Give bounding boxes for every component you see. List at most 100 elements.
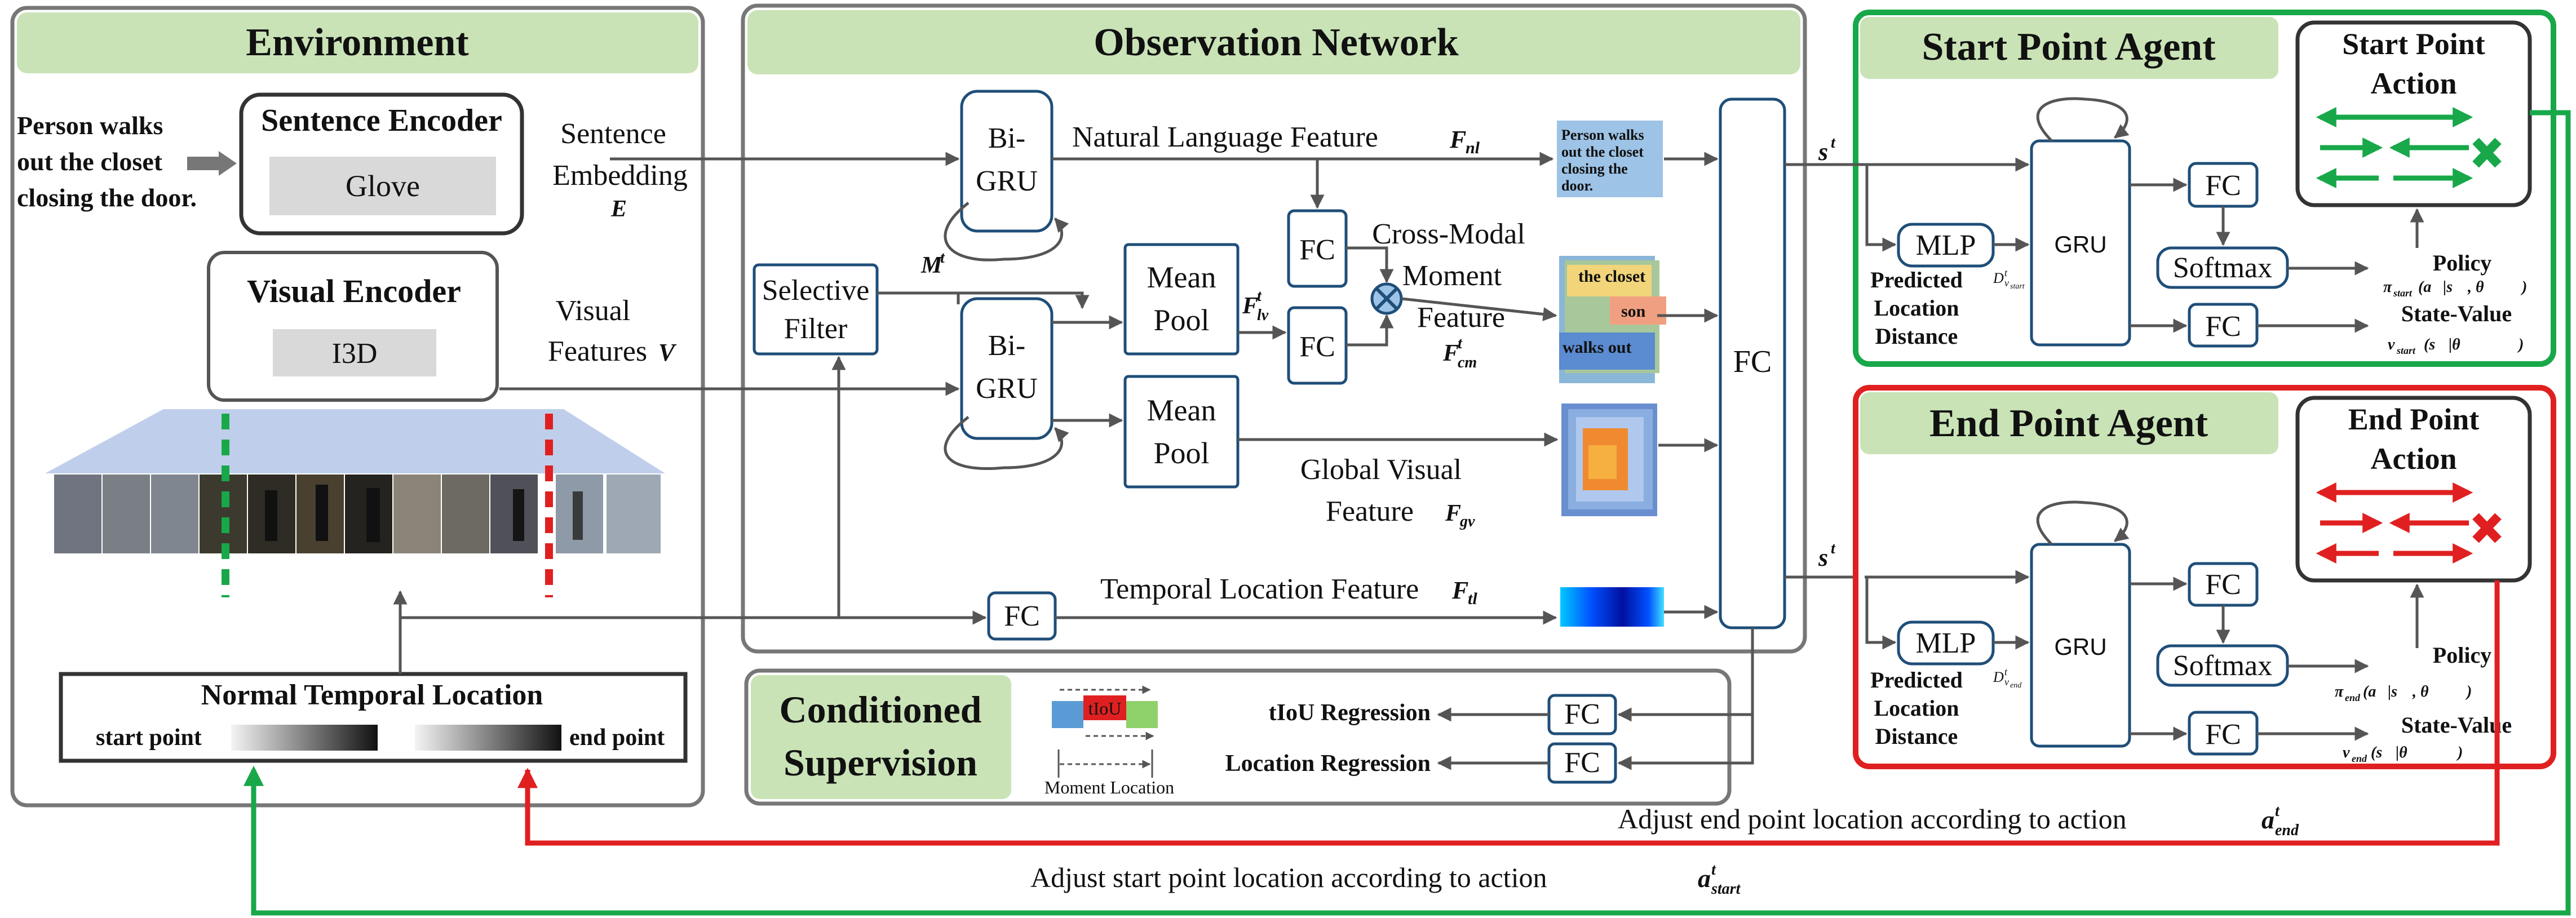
svg-text:a: a [1698,864,1711,893]
supervision-title-2: Supervision [784,741,977,784]
glove-label: Glove [346,169,420,203]
svg-text:): ) [2456,744,2463,761]
svg-text:|s: |s [2443,278,2453,296]
bigru-visual-box [960,297,1054,440]
cross-modal-label-1: Cross-Modal [1372,218,1525,250]
bigru-visual-loop [944,416,1069,470]
environment-title: Environment [246,21,468,64]
mean-pool-top-box [1123,243,1240,356]
sentence-embedding-label-1: Sentence [560,118,666,150]
end-d-subsub: end [2010,681,2022,690]
start-arrow-st-to-mlp [1865,165,1897,252]
fgv-sub: gv [1459,513,1475,530]
end-gru-box [2030,543,2131,748]
sentence-embedding-symbol: E [610,196,627,222]
svg-text:): ) [2517,336,2524,353]
arrow-multiply-to-thumb [1401,297,1557,321]
fcm-sub: cm [1458,354,1477,371]
svg-text:v: v [2388,336,2395,353]
mean-pool-bottom-box [1123,375,1240,489]
cross-modal-label-2: Moment [1402,260,1502,292]
visual-encoder-label: Visual Encoder [247,273,461,309]
temporal-heatmap [1560,587,1664,627]
end-arrow-st-to-mlp [1865,577,1897,650]
i3d-box [273,329,436,376]
svg-text:end: end [2275,822,2299,839]
end-agent-title: End Point Agent [1929,402,2208,445]
end-feedback-loop [517,580,2500,846]
end-softmax-label: Softmax [2173,650,2272,682]
svg-text:start: start [2393,287,2413,299]
end-action-label-2: Action [2371,442,2457,476]
visual-features-label-2: Features [548,335,647,367]
sentence-embedding-label-2: Embedding [552,159,688,192]
start-state-value-label: State-Value [2401,301,2512,326]
mean-pool-bottom-label-2: Pool [1153,436,1209,470]
end-predicted-3: Distance [1875,724,1958,749]
st-end-sup: t [1831,540,1836,557]
mean-pool-bottom-label-1: Mean [1147,393,1216,427]
start-d-sub: v [2004,277,2009,289]
start-action-arrows [2316,107,2502,188]
observation-panel: Observation Network Bi- GRU Natural Lang… [499,3,1807,654]
visual-features-symbol: V [658,339,677,366]
ftl-symbol: F [1451,576,1468,604]
location-regression-label: Location Regression [1225,751,1431,777]
start-policy-label: Policy [2433,250,2491,276]
svg-text:π: π [2335,683,2344,700]
bigru-language-label-1: Bi- [988,122,1025,154]
cross-modal-thumbnail: the closet son walks out [1559,256,1666,383]
svg-text:): ) [2520,278,2527,296]
start-predicted-1: Predicted [1870,267,1963,292]
moment-location-label: Moment Location [1044,777,1174,797]
end-predicted-1: Predicted [1870,667,1963,693]
tiou-label: tIoU [1088,698,1122,719]
tiou-regression-label: tIoU Regression [1269,700,1431,726]
start-value-formula: v start (s |θ ) [2388,336,2524,356]
bigru-visual-label-2: GRU [976,372,1038,405]
end-gru-loop [2036,500,2130,546]
end-d-sym: D [1993,669,2004,685]
start-d-subsub: start [2010,282,2025,291]
global-visual-label-1: Global Visual [1300,454,1462,486]
bigru-language-loop [944,202,1069,261]
svg-text:t: t [1711,861,1716,879]
start-fc-value-label: FC [2205,311,2241,343]
start-point-label: start point [96,725,202,751]
svg-text:a: a [2261,805,2274,834]
arrow-fc-to-multiply-1 [1346,246,1394,283]
selective-filter-label-2: Filter [784,313,848,345]
environment-panel: Environment Person walks out the closet … [10,6,705,808]
selective-filter-label-1: Selective [762,274,870,307]
visual-features-label-1: Visual [556,295,631,327]
start-agent-panel: Start Point Agent Start Point Action MLP… [1853,10,2556,367]
end-agent-panel: End Point Agent End Point Action MLP GRU… [1853,385,2556,769]
start-gru-loop [2036,97,2130,142]
start-action-label-1: Start Point [2342,27,2485,61]
selective-filter-box [753,263,879,356]
fcm-symbol: F [1442,340,1459,366]
svg-text:Adjust end point location acco: Adjust end point location according to a… [1618,803,2127,835]
tiou-red [1083,695,1126,720]
end-fc-value-label: FC [2205,719,2241,751]
end-point-label: end point [569,725,665,751]
supervision-title-1: Conditioned [780,688,982,731]
nl-feature-label: Natural Language Feature [1072,121,1378,153]
mean-pool-top-label-2: Pool [1153,303,1209,337]
nl-thumbnail [1557,121,1663,197]
end-policy-formula: π end (a |s , θ ) [2335,683,2472,703]
svg-text:(s: (s [2424,336,2435,353]
svg-text:, θ: , θ [2412,683,2429,700]
normal-location-box [59,672,688,763]
svg-text:end: end [2345,692,2361,703]
svg-text:, θ: , θ [2467,278,2484,296]
svg-text:|θ: |θ [2396,744,2407,761]
sentence-encoder-label: Sentence Encoder [261,103,502,138]
end-action-label-1: End Point [2348,402,2480,436]
ftlv-symbol: F [1242,293,1258,319]
supervision-panel: Conditioned Supervision tIoU Moment Loca… [744,628,1754,806]
thumb-son: son [1621,302,1646,321]
start-feedback-loop [244,110,2571,916]
global-visual-label-2: Feature [1326,495,1414,527]
svg-text:π: π [2383,278,2392,296]
